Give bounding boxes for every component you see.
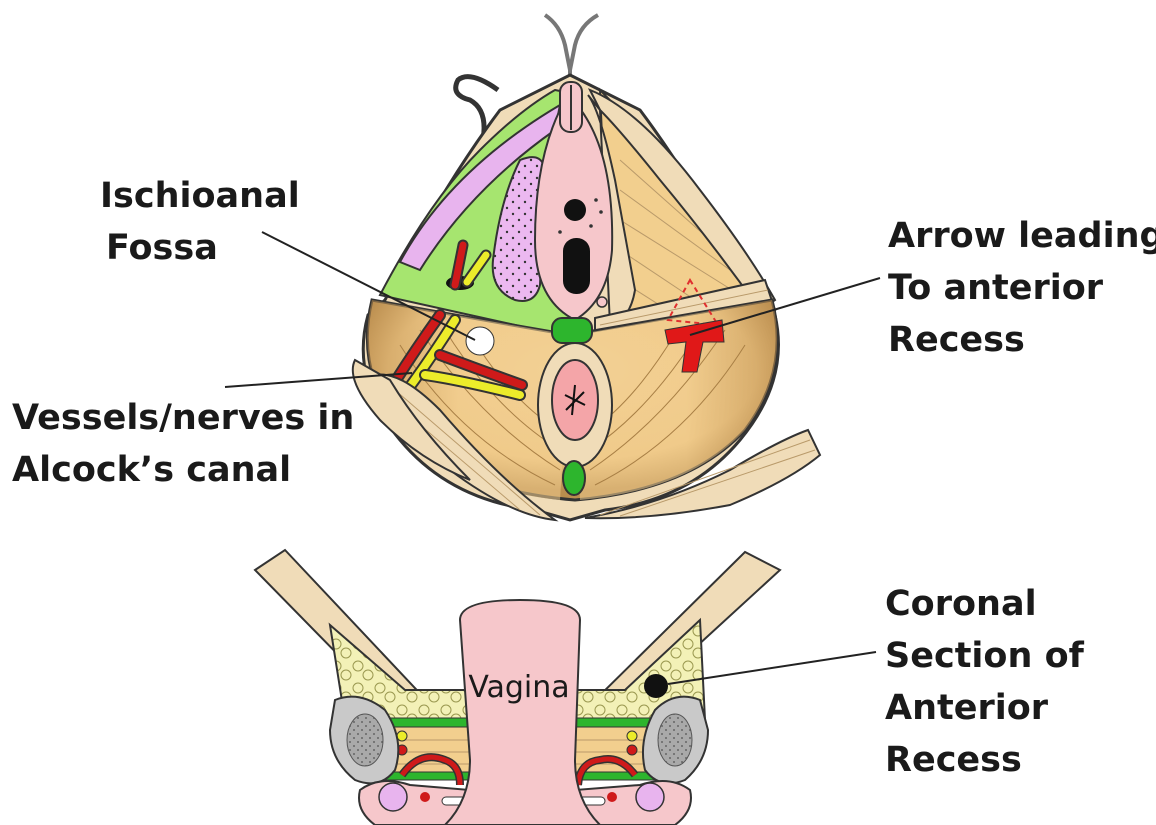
- anterior-recess-dot: [644, 674, 668, 698]
- label-ischioanal-fossa: Ischioanal Fossa: [100, 170, 300, 274]
- label-arrow-anterior-recess: Arrow leading To anterior Recess: [888, 210, 1156, 366]
- label-coronal-line-1: Coronal: [885, 578, 1084, 630]
- right-ischium-marrow: [658, 714, 692, 766]
- label-coronal-line-4: Recess: [885, 734, 1084, 786]
- perineal-body: [552, 318, 592, 343]
- label-vessels-nerves: Vessels/nerves in Alcock’s canal: [12, 392, 354, 496]
- label-coronal-line-2: Section of: [885, 630, 1084, 682]
- right-upper-artery-dot: [627, 745, 637, 755]
- anococcygeal-body: [563, 461, 585, 495]
- label-arrow-line-2: To anterior: [888, 262, 1156, 314]
- label-coronal-section: Coronal Section of Anterior Recess: [885, 578, 1084, 786]
- urethral-opening: [564, 199, 586, 221]
- label-vessels-line-1: Vessels/nerves in: [12, 392, 354, 444]
- label-ischioanal-fossa-line-2: Fossa: [100, 222, 300, 274]
- right-lower-artery-dot: [607, 792, 617, 802]
- ischial-tuberosity-marker: [466, 327, 494, 355]
- coronal-section-view: Vagina: [255, 550, 780, 825]
- left-lower-artery-dot: [420, 792, 430, 802]
- ligament-strand: [545, 15, 598, 70]
- right-bulb-lilac: [636, 783, 664, 811]
- label-ischioanal-fossa-line-1: Ischioanal: [100, 170, 300, 222]
- label-arrow-line-1: Arrow leading: [888, 210, 1156, 262]
- vagina-label: Vagina: [468, 670, 569, 705]
- label-arrow-line-3: Recess: [888, 314, 1156, 366]
- right-upper-nerve-dot: [627, 731, 637, 741]
- left-bulb-lilac: [379, 783, 407, 811]
- left-ischium-marrow: [347, 714, 383, 766]
- vagina-shape: [445, 600, 600, 825]
- label-coronal-line-3: Anterior: [885, 682, 1084, 734]
- perineum-top-view: [353, 15, 820, 520]
- greater-vestibular-gland: [597, 297, 607, 307]
- vaginal-opening: [563, 238, 590, 294]
- left-upper-nerve-dot: [397, 731, 407, 741]
- label-vessels-line-2: Alcock’s canal: [12, 444, 354, 496]
